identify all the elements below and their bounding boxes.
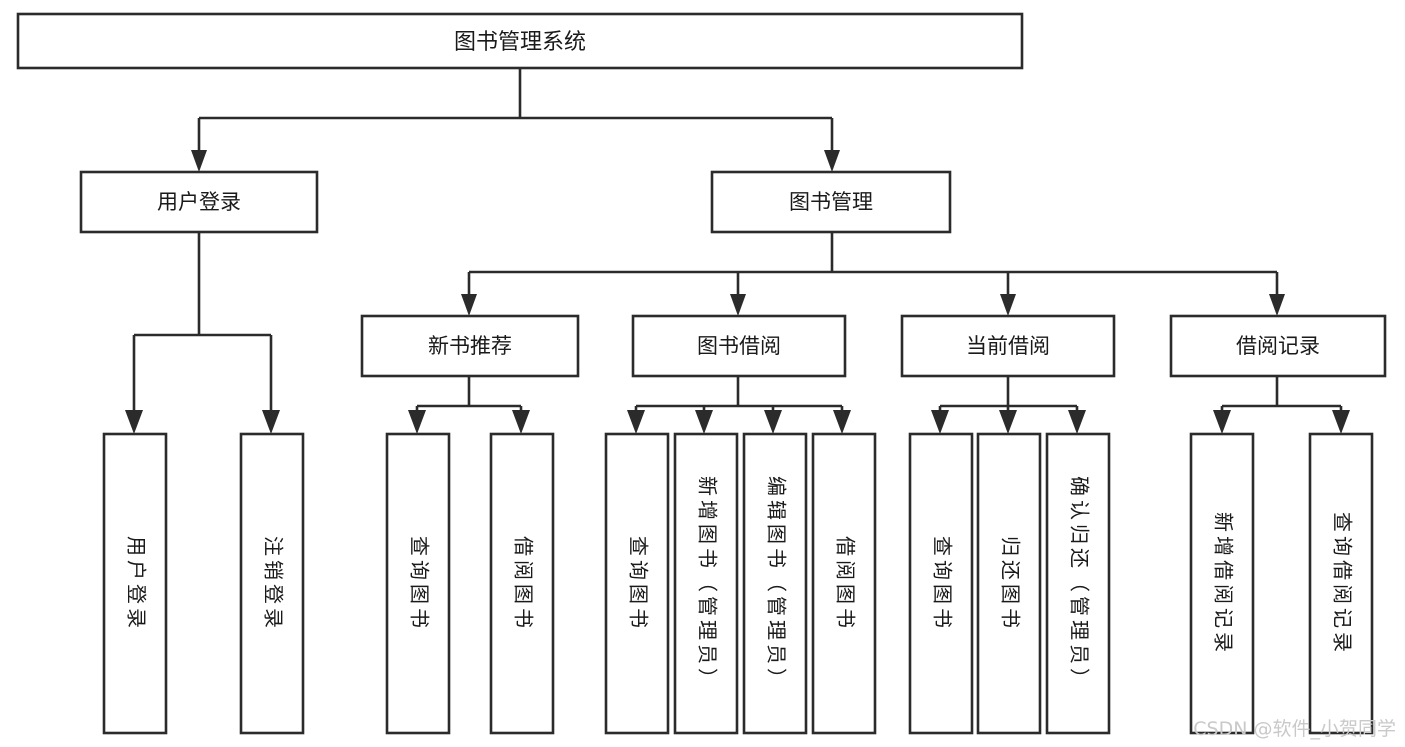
node-root[interactable]: 图书管理系统 [16,12,1024,70]
leaf-return-book-label: 归还图书 [999,536,1023,632]
arrow-to-leaf-query-book-3 [931,410,949,434]
leaf-confirm-return[interactable]: 确认归还（管理员） [1045,432,1111,735]
arrow-to-leaf-user-logout [262,410,280,434]
leaf-query-book-3-label: 查询图书 [931,536,955,632]
node-current-borrow[interactable]: 当前借阅 [900,314,1116,378]
leaf-user-logout-label: 注销登录 [262,536,286,632]
leaf-query-book-3[interactable]: 查询图书 [908,432,974,735]
leaf-query-book-3-box[interactable] [908,432,974,735]
arrow-to-user-login [191,150,207,172]
arrow-to-current-borrow [1000,294,1016,316]
node-new-book-recommend-label: 新书推荐 [428,334,512,358]
leaf-borrow-book-2-label: 借阅图书 [834,536,858,632]
node-new-book-recommend-box[interactable] [360,314,580,378]
leaf-add-book-box[interactable] [673,432,739,735]
arrow-to-leaf-query-book-2 [627,410,645,434]
leaf-query-book-2-box[interactable] [604,432,670,735]
leaf-query-book-1-box[interactable] [385,432,451,735]
node-book-borrow[interactable]: 图书借阅 [631,314,847,378]
arrow-to-leaf-query-book-1 [408,410,426,434]
leaf-edit-book-box[interactable] [742,432,808,735]
arrow-to-book-management [824,150,840,172]
leaf-user-logout-box[interactable] [239,432,305,735]
node-user-login-box[interactable] [79,170,319,234]
arrow-to-leaf-return-book [999,410,1017,434]
leaf-user-login-label: 用户登录 [125,536,149,632]
leaf-add-record[interactable]: 新增借阅记录 [1189,432,1255,735]
leaf-return-book[interactable]: 归还图书 [976,432,1042,735]
node-user-login[interactable]: 用户登录 [79,170,319,234]
leaf-edit-book[interactable]: 编辑图书（管理员） [742,432,808,735]
arrow-to-book-borrow [730,294,746,316]
arrow-to-leaf-add-record [1213,410,1231,434]
node-book-management-label: 图书管理 [789,190,873,214]
arrow-to-borrow-record [1269,294,1285,316]
arrow-to-new-book [461,294,477,316]
arrow-to-leaf-query-record [1332,410,1350,434]
leaf-query-record[interactable]: 查询借阅记录 [1308,432,1374,735]
leaf-query-book-2[interactable]: 查询图书 [604,432,670,735]
node-user-login-label: 用户登录 [157,190,241,214]
leaf-query-book-1-label: 查询图书 [408,536,432,632]
leaf-query-record-box[interactable] [1308,432,1374,735]
node-borrow-record-box[interactable] [1169,314,1387,378]
leaf-borrow-book-1-box[interactable] [489,432,555,735]
leaf-user-logout[interactable]: 注销登录 [239,432,305,735]
node-current-borrow-box[interactable] [900,314,1116,378]
leaf-add-record-box[interactable] [1189,432,1255,735]
leaf-edit-book-label: 编辑图书（管理员） [765,476,789,692]
arrow-to-leaf-user-login [125,410,143,434]
leaf-borrow-book-2-box[interactable] [811,432,877,735]
leaf-borrow-book-1[interactable]: 借阅图书 [489,432,555,735]
csdn-watermark: CSDN @软件_小贺同学 [1193,718,1396,740]
node-book-borrow-label: 图书借阅 [697,334,781,358]
arrow-to-leaf-borrow-book-2 [833,410,851,434]
leaf-add-book[interactable]: 新增图书（管理员） [673,432,739,735]
leaf-query-book-2-label: 查询图书 [627,536,651,632]
leaf-return-book-box[interactable] [976,432,1042,735]
leaf-query-book-1[interactable]: 查询图书 [385,432,451,735]
connector-layer [125,68,1350,434]
arrow-to-leaf-borrow-book-1 [512,410,530,434]
node-root-label: 图书管理系统 [454,30,586,55]
node-book-management[interactable]: 图书管理 [710,170,952,234]
node-book-borrow-box[interactable] [631,314,847,378]
leaf-add-record-label: 新增借阅记录 [1212,512,1236,656]
arrow-to-leaf-edit-book [764,410,782,434]
node-borrow-record[interactable]: 借阅记录 [1169,314,1387,378]
leaf-add-book-label: 新增图书（管理员） [696,476,720,692]
arrow-to-leaf-confirm-return [1068,410,1086,434]
leaf-borrow-book-2[interactable]: 借阅图书 [811,432,877,735]
node-borrow-record-label: 借阅记录 [1236,334,1320,358]
arrow-to-leaf-add-book [695,410,713,434]
leaf-borrow-book-1-label: 借阅图书 [512,536,536,632]
node-current-borrow-label: 当前借阅 [966,334,1050,358]
leaf-user-login[interactable]: 用户登录 [102,432,168,735]
leaf-confirm-return-box[interactable] [1045,432,1111,735]
leaf-confirm-return-label: 确认归还（管理员） [1068,476,1092,692]
node-new-book-recommend[interactable]: 新书推荐 [360,314,580,378]
leaf-user-login-box[interactable] [102,432,168,735]
node-root-box[interactable] [16,12,1024,70]
node-book-management-box[interactable] [710,170,952,234]
leaf-query-record-label: 查询借阅记录 [1331,512,1355,656]
